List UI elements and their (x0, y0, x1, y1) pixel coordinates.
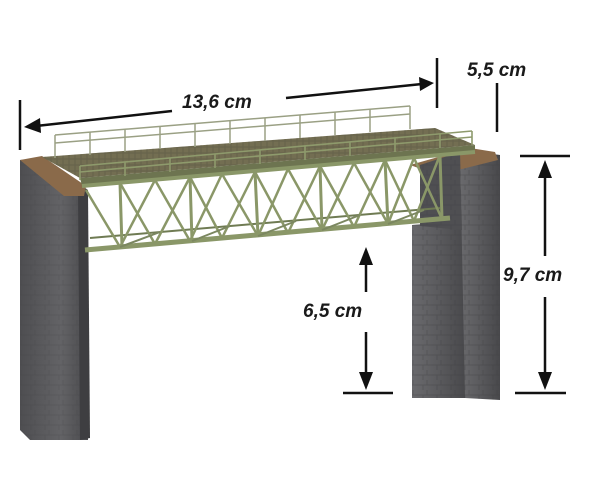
total-height-label: 9,7 cm (503, 265, 563, 286)
dimension-length-line (18, 58, 439, 150)
left-pier (20, 156, 90, 440)
dimension-height-line (515, 154, 570, 395)
near-railing (79, 130, 473, 180)
depth-label: 5,5 cm (467, 60, 527, 81)
right-pier (410, 148, 500, 400)
length-label: 13,6 cm (182, 92, 252, 113)
truss-girder (81, 150, 476, 253)
clearance-label: 6,5 cm (303, 301, 363, 322)
dimension-clearance-line (343, 247, 393, 395)
far-railing (54, 105, 411, 158)
